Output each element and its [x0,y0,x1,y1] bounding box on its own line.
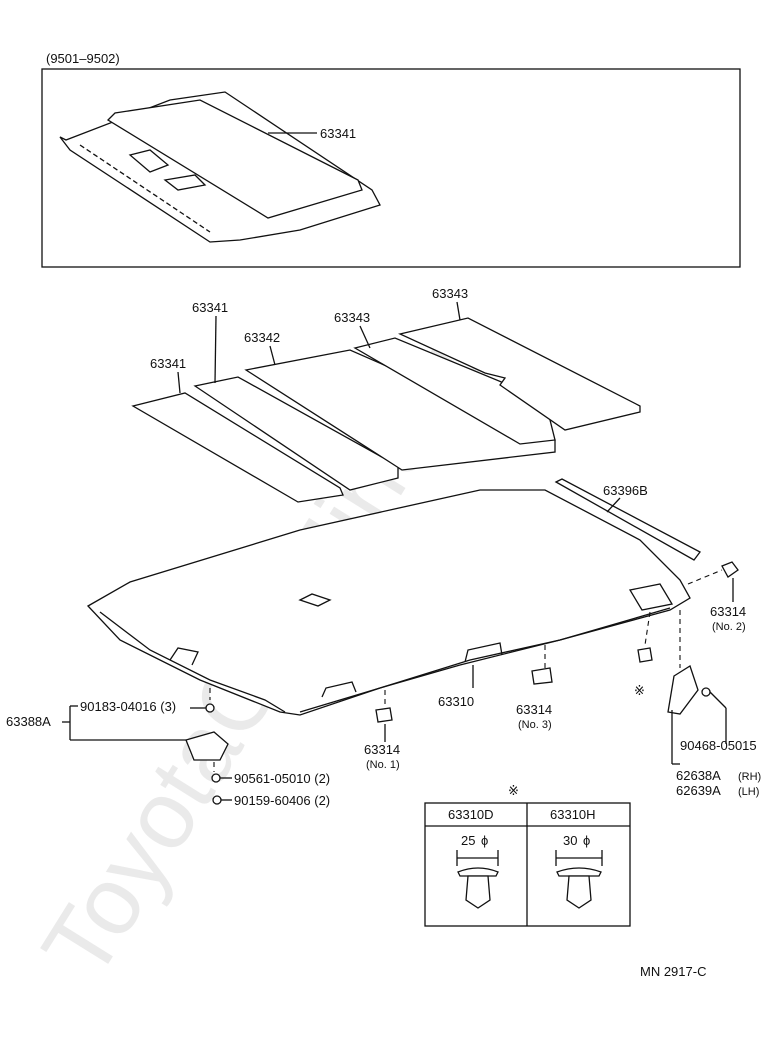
visor-holder-shape [667,665,699,715]
holder-rh-sub: (RH) [738,771,761,783]
weatherstrip-strip [554,478,701,561]
roof-headlining: 63310 [86,489,691,716]
holder-rh-number: 62638A [676,768,721,783]
lamp-screw-label: 90183-04016 (3) [80,699,176,714]
diagram-code: MN 2917-C [640,964,706,979]
clip-h-head [556,867,602,877]
weatherstrip: 63396B [554,478,701,561]
inset-frame [41,68,741,268]
lamp-nut-shape [211,773,221,783]
silencer-pads: 63341 63341 63342 63343 63343 [131,286,641,503]
weatherstrip-label: 63396B [603,483,648,498]
pad-1 [131,392,344,503]
lamp-body-shape [185,731,229,761]
clip-no3: 63314 (No. 3) [516,645,553,731]
clip-table-col2-dia: ϕ [583,833,590,848]
clip-no2-number: 63314 [710,604,746,619]
visor-bolt-shape [701,687,711,697]
pad-3 [244,349,556,471]
pad-5-label: 63343 [432,286,468,301]
room-lamp: 63388A 90183-04016 (3) 90561-05010 (2) 9… [6,688,330,808]
lamp-bolt-shape [212,795,222,805]
clip-d-stem [465,875,491,909]
headlining-clip: ※ [634,611,653,698]
headlining-clip-shape [637,647,653,663]
pad-2-label: 63341 [192,300,228,315]
pad-3-label: 63342 [244,330,280,345]
inset-part-label: 63341 [320,126,356,141]
clip-no1-number: 63314 [364,742,400,757]
clip-h-stem [566,875,592,909]
headlining-label: 63310 [438,694,474,709]
inset-title: (9501–9502) [46,51,120,66]
clip-no1-sub: (No. 1) [366,759,400,771]
clip-table-col2-size: 30 [563,833,577,848]
clip-no1-shape [375,707,393,723]
clip-no3-sub: (No. 3) [518,719,552,731]
clip-no3-shape [531,667,553,685]
pad-1-label: 63341 [150,356,186,371]
clip-table: ※ 63310D 63310H 25 ϕ 30 ϕ [424,783,631,927]
headlining-body [86,489,691,716]
lamp-nut-label: 90561-05010 (2) [234,771,330,786]
lamp-bolt-label: 90159-60406 (2) [234,793,330,808]
inset-box: (9501–9502) 63341 [41,51,741,268]
clip-no3-number: 63314 [516,702,552,717]
clip-no2-sub: (No. 2) [712,621,746,633]
pad-2 [193,376,399,491]
clip-note-mark: ※ [634,683,645,698]
visor-holder: 90468-05015 62638A (RH) 62639A (LH) [667,610,761,798]
clip-table-mark: ※ [508,783,519,798]
holder-lh-number: 62639A [676,783,721,798]
clip-table-col2-header: 63310H [550,807,596,822]
clip-table-col1-size: 25 [461,833,475,848]
clip-d-head [457,867,499,877]
clip-no1: 63314 (No. 1) [364,690,400,771]
clip-table-col1-header: 63310D [448,807,494,822]
pad-5 [398,317,641,431]
clip-table-col1-dia: ϕ [481,833,488,848]
clip-no2: 63314 (No. 2) [687,561,746,633]
pad-4-label: 63343 [334,310,370,325]
inset-silencer-pad [106,99,363,219]
clip-no2-shape [721,561,739,578]
visor-bolt-label: 90468-05015 [680,738,757,753]
holder-lh-sub: (LH) [738,786,759,798]
lamp-screw-shape [205,703,215,713]
lamp-assy-label: 63388A [6,714,51,729]
